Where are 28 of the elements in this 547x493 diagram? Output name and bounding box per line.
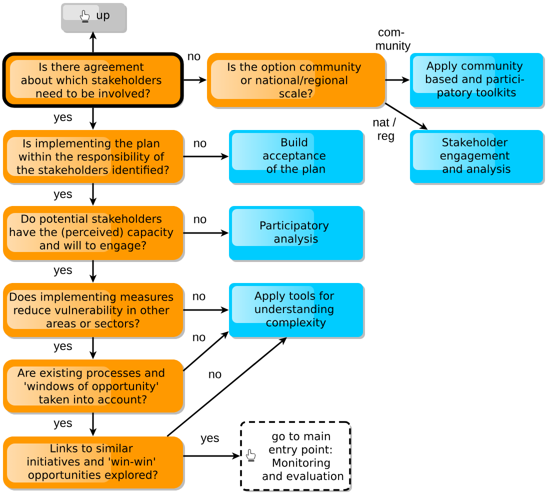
edge-label: yes — [54, 420, 72, 430]
edge-label: nat / reg — [373, 118, 396, 142]
up-button: up — [61, 3, 127, 33]
edge-label: yes — [54, 268, 72, 276]
edge-label: no — [194, 216, 206, 224]
question-box: Is the option community or national/regional scale? — [207, 53, 387, 109]
edge-label: yes — [54, 114, 72, 124]
edge-label: no — [193, 294, 206, 300]
edge-label: yes — [200, 436, 219, 444]
edge-label: yes — [54, 344, 72, 352]
action-box: Participatory analysis — [229, 206, 365, 262]
question-box: Are existing processes and 'windows of opportunity' taken into account? — [3, 359, 185, 414]
action-box: Apply tools for understanding complexity — [229, 283, 365, 339]
question-box: Is there agreement about which stakeholders need to be involved? — [2, 52, 184, 108]
edge-label: no — [209, 372, 222, 378]
question-box: Do potential stakeholders have the (perceived) capacity and will to engage? — [3, 206, 185, 262]
action-box: Build acceptance of the plan — [229, 130, 365, 185]
link-box: go to main entry point: Monitoring and evaluation — [240, 421, 352, 492]
question-box: Is implementing the plan within the responsibility of the stakeholders identified? — [3, 130, 185, 185]
edge-label: no — [194, 140, 206, 148]
edge-label: no — [188, 54, 200, 60]
action-box: Stakeholder engagement and analysis — [410, 130, 545, 185]
edge-label: yes — [54, 192, 72, 200]
question-box: Links to similar initiatives and 'win-win' opportunities explored? — [3, 436, 185, 490]
action-box: Apply community based and partici- patory toolkits — [410, 53, 545, 109]
question-box: Does implementing measures reduce vulnerability in other areas or sectors? — [3, 283, 185, 339]
edge-label: no — [193, 334, 206, 342]
edge-label: com- munity — [376, 30, 411, 52]
